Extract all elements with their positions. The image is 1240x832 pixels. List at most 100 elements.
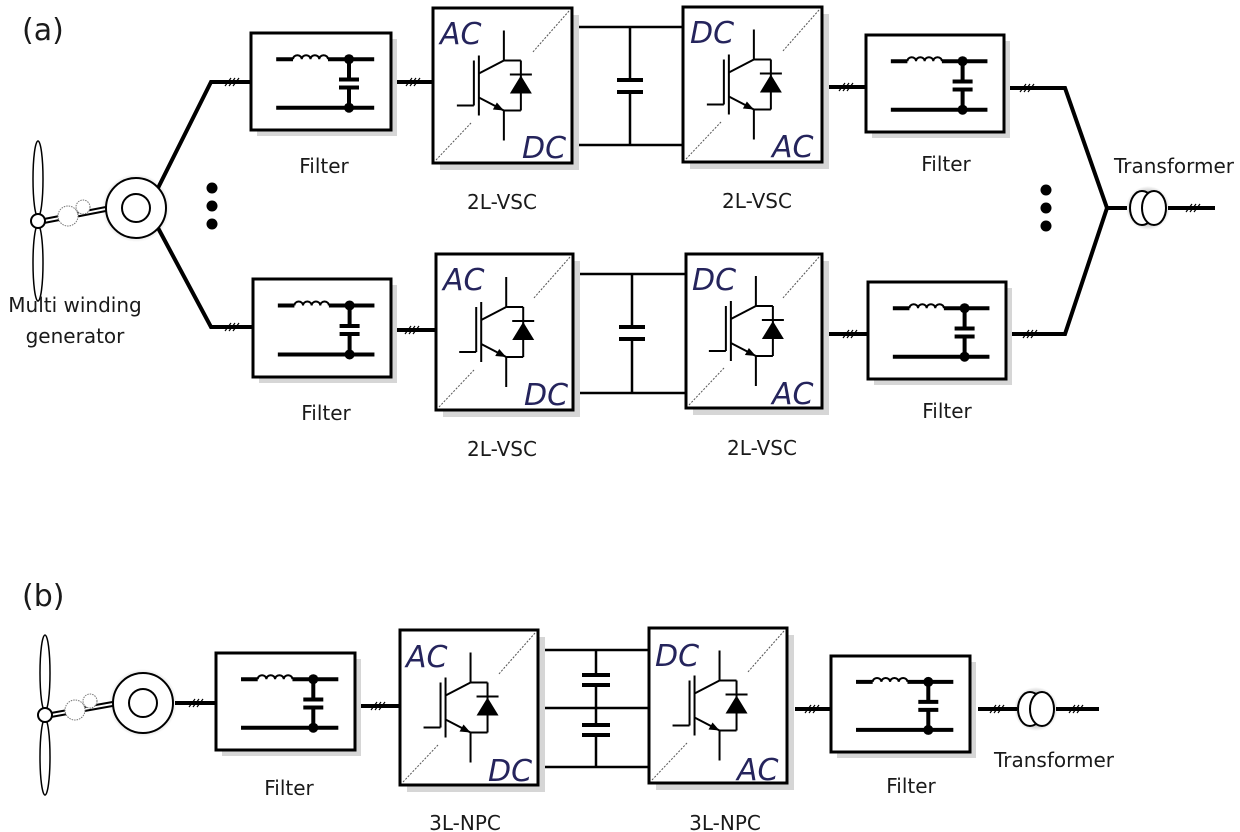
winding [1029, 691, 1055, 727]
panel-label-a: (a) [22, 13, 64, 48]
transformer-icon [1126, 186, 1170, 230]
winding [1141, 190, 1167, 226]
diode-icon [509, 75, 532, 94]
blade [32, 224, 44, 302]
transformer-label: Transformer [1113, 154, 1235, 178]
wire [1004, 86, 1127, 210]
dot [1040, 202, 1052, 214]
panel-label-b: (b) [22, 579, 64, 614]
wind-turbine-icon [30, 140, 170, 302]
node-dot [308, 674, 319, 685]
lc-filter-box [249, 31, 397, 136]
converter-frame [398, 628, 540, 787]
blade [39, 634, 51, 712]
inductor-icon [906, 56, 943, 62]
converter-label: 2L-VSC [722, 189, 792, 213]
converter-box [647, 626, 794, 790]
rotor [128, 688, 158, 718]
lc-filter-icon [856, 676, 954, 735]
node-dot [308, 722, 319, 733]
lc-filter-icon [276, 54, 375, 113]
filter-frame [251, 277, 393, 379]
emitter-arrow [459, 724, 471, 733]
diagonal-divider [781, 256, 820, 300]
converter-port-label: DC [488, 754, 532, 789]
diode-icon [759, 74, 782, 93]
igbt-diode-icon [672, 650, 748, 761]
dot [206, 218, 218, 230]
gearbox-icon [82, 693, 98, 709]
hub [30, 213, 46, 229]
diagonal-divider [746, 630, 785, 674]
three-phase-marker-icon [1022, 329, 1038, 339]
diagonal-divider [435, 122, 472, 161]
three-phase-marker-icon [842, 329, 858, 339]
transformer-label: Transformer [993, 748, 1115, 772]
wire [155, 80, 251, 191]
components [30, 5, 1170, 796]
diagonal-divider [497, 632, 536, 676]
filter-label: Filter [301, 401, 351, 425]
diode-icon [761, 321, 784, 339]
converter-frame [431, 6, 574, 165]
lc-filter-icon [892, 303, 990, 362]
emitter-arrow [742, 101, 754, 110]
lc-filter-box [829, 654, 976, 758]
node-dot [923, 676, 934, 687]
dot [1040, 220, 1052, 232]
filter-frame [249, 31, 393, 132]
diagonal-divider [438, 369, 475, 408]
lc-filter-box [866, 280, 1012, 385]
diagonal-divider [688, 367, 725, 406]
filter-label: Filter [886, 774, 936, 798]
node-dot [344, 54, 354, 65]
diagonal-divider [531, 10, 570, 54]
converter-port-label: DC [655, 639, 699, 674]
wire [155, 225, 253, 329]
three-phase-marker-icon [405, 77, 421, 87]
converter-frame [647, 626, 789, 785]
converter-box [684, 252, 829, 415]
lc-filter-icon [277, 300, 375, 360]
node-dot [344, 300, 355, 311]
wire [480, 306, 507, 321]
converter-port-label: AC [735, 753, 779, 788]
converter-port-label: AC [441, 263, 485, 298]
diagonal-divider [781, 9, 820, 53]
inductor-icon [908, 303, 945, 309]
node-dot [344, 102, 354, 113]
converter-label: 2L-VSC [727, 436, 797, 460]
diagonal-divider [402, 744, 439, 783]
three-phase-marker-icon [989, 704, 1005, 714]
ellipsis-icon [1040, 184, 1052, 232]
three-phase-marker-icon [224, 77, 240, 87]
converter-port-label: AC [770, 130, 814, 165]
wire [478, 59, 505, 75]
converter-label: 3L-NPC [689, 811, 761, 832]
dot [206, 200, 218, 212]
blade [32, 140, 44, 218]
wires [155, 25, 1215, 769]
gearbox-icon [57, 205, 79, 227]
node-dot [923, 724, 934, 735]
lc-filter-box [864, 33, 1010, 138]
inductor-icon [293, 300, 330, 306]
filter-label: Filter [299, 154, 349, 178]
converter-box [681, 5, 829, 169]
converter-port-label: DC [692, 263, 736, 298]
converter-port-label: DC [524, 378, 568, 413]
three-phase-marker-icon [370, 701, 386, 711]
wind-turbine-icon [37, 634, 177, 796]
inductor-icon [292, 54, 329, 60]
filter-frame [866, 280, 1008, 381]
three-phase-marker-icon [804, 704, 820, 714]
generator-icon [109, 669, 177, 737]
three-phase-marker-icon [224, 322, 240, 332]
transformer-icon [1014, 687, 1058, 731]
diode-icon [725, 695, 748, 714]
ellipsis-icon [206, 182, 218, 230]
gearbox-icon [64, 699, 86, 721]
converter-box [431, 6, 579, 170]
converter-box [398, 628, 545, 792]
